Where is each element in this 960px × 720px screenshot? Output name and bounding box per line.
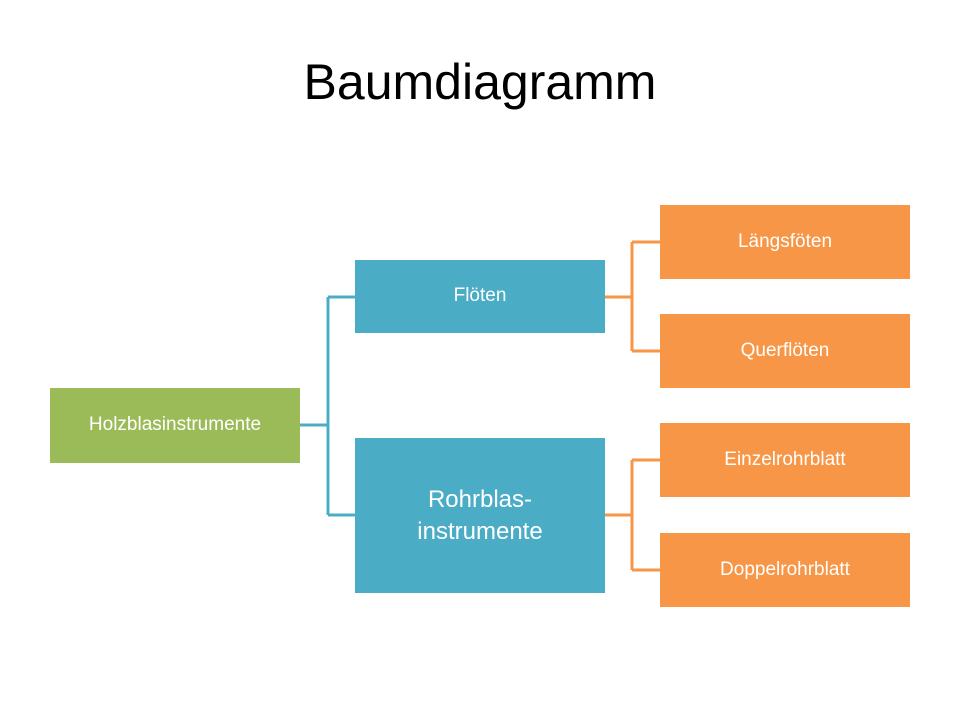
node-root: Holzblasinstrumente: [50, 388, 300, 463]
node-rohrblasinstrumente-label: Rohrblas- instrumente: [417, 486, 543, 545]
connector-rohrblas: [605, 458, 660, 572]
connector-floeten: [605, 240, 660, 353]
node-rohrblasinstrumente: Rohrblas- instrumente: [355, 438, 605, 593]
node-querfloeten: Querflöten: [660, 314, 910, 388]
node-doppelrohrblatt: Doppelrohrblatt: [660, 533, 910, 607]
node-laengsfloeten: Längsföten: [660, 205, 910, 279]
node-einzelrohrblatt: Einzelrohrblatt: [660, 423, 910, 497]
slide-title: Baumdiagramm: [303, 54, 657, 110]
node-floeten: Flöten: [355, 260, 605, 333]
connector-root: [300, 295, 355, 517]
